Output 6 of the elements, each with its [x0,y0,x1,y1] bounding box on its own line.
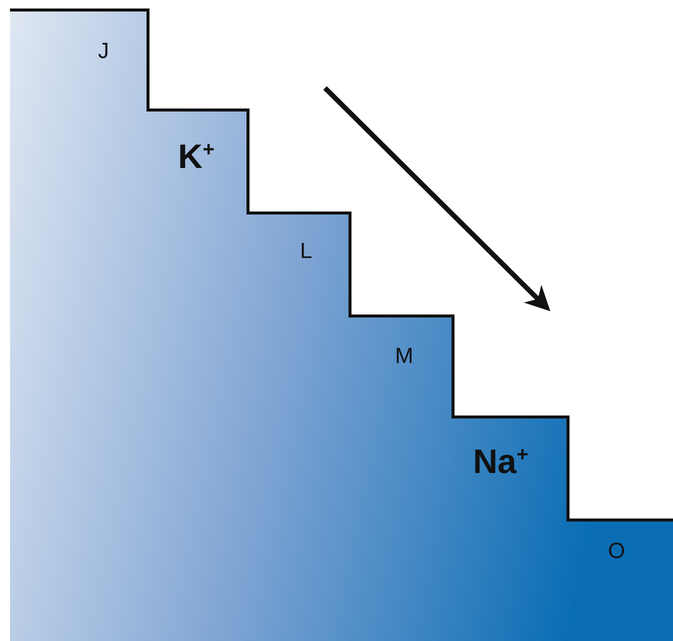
step-label: O [608,540,626,562]
step-label: Na$^{+}$ [473,445,528,480]
step-label: J [98,40,109,62]
step-label: M [395,345,414,367]
step-label: L [300,240,312,262]
step-label: K$^{+}$ [178,140,214,174]
